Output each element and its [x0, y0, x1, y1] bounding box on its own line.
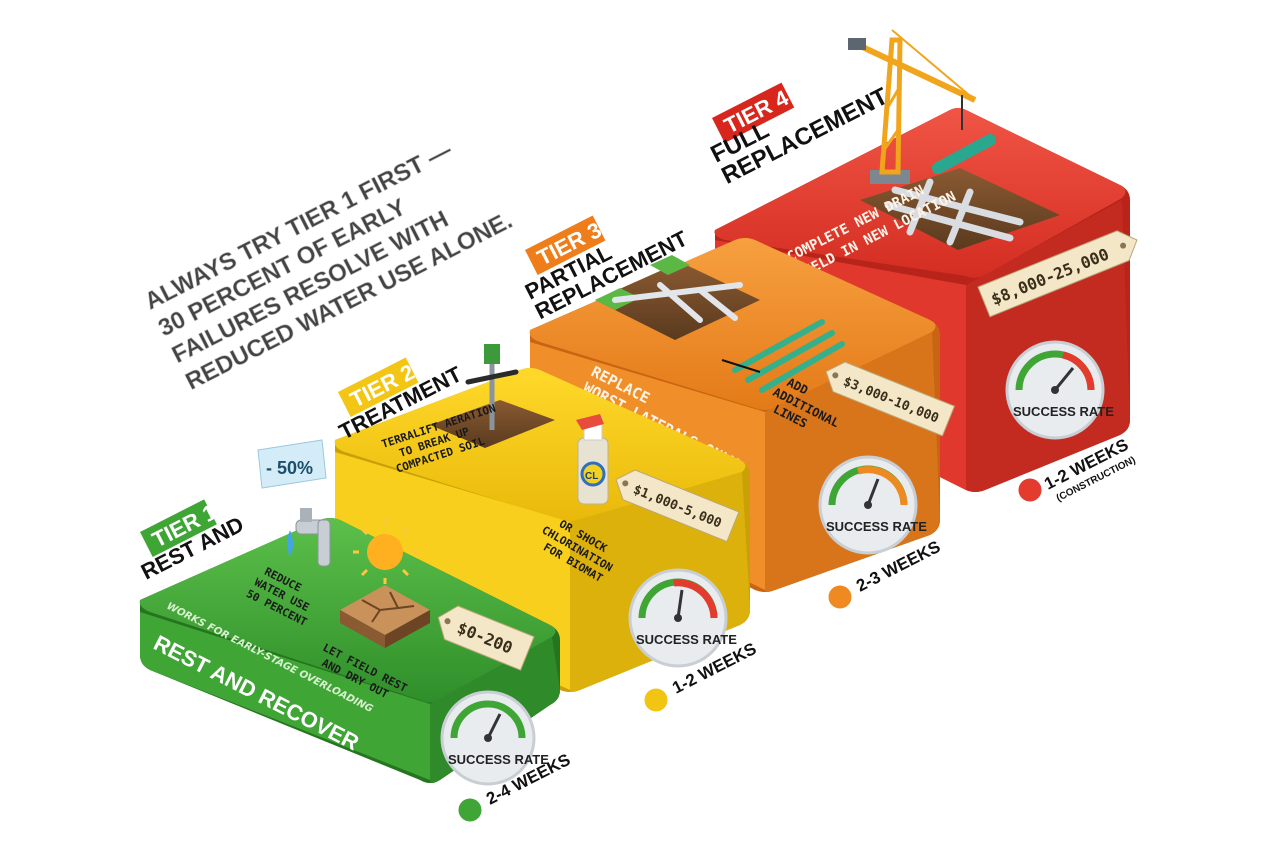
tier-4-gauge: SUCCESS RATE — [1005, 340, 1114, 440]
tier-1-price-tag: $0-200 — [437, 605, 535, 671]
tier-3-block: TIER 3 PARTIAL REPLACEMENT REPLACE WORST… — [521, 215, 956, 612]
clock-icon — [455, 795, 485, 825]
sun-icon — [353, 520, 417, 584]
crane-icon — [848, 29, 996, 184]
tier-1-block: - 50% TIER 1 REST AND REDUCE WATER USE 5… — [137, 439, 573, 825]
tier-3-gauge: SUCCESS RATE — [818, 455, 927, 555]
clock-icon — [641, 685, 671, 715]
tier-4-tag — [712, 82, 795, 143]
tier-2-gauge: SUCCESS RATE — [628, 568, 737, 668]
svg-text:- 50%: - 50% — [266, 458, 313, 478]
spray-bottle-icon: CL — [576, 414, 609, 505]
tier-3-tag — [525, 215, 606, 275]
tier-3-new-lines — [732, 319, 845, 393]
gauge-icon: SUCCESS RATE — [826, 519, 927, 534]
tier-3-arrow — [721, 359, 761, 373]
gauge-icon: SUCCESS RATE — [448, 752, 549, 767]
tier-3-pipes — [612, 282, 743, 323]
tier-2-block: CL TIER 2 TREATMENT TERRALIFT AERATION T… — [334, 344, 759, 715]
tier-2-tag — [338, 357, 419, 417]
pipes-icon — [884, 178, 1024, 246]
svg-text:CL: CL — [585, 471, 598, 482]
tier-1-reduction-badge: - 50% — [257, 439, 327, 489]
tier-1-gauge: SUCCESS RATE — [440, 690, 549, 786]
cracked-soil-icon — [340, 585, 430, 648]
aerator-tool-icon — [465, 344, 519, 430]
clock-icon — [825, 582, 855, 612]
gauge-icon: SUCCESS RATE — [636, 632, 737, 647]
clock-icon — [1015, 475, 1045, 505]
faucet-icon — [287, 508, 331, 567]
tier-1-tag — [140, 499, 217, 557]
headline: ALWAYS TRY TIER 1 FIRST — 30 PERCENT OF … — [140, 136, 517, 395]
gauge-icon: SUCCESS RATE — [1013, 404, 1114, 419]
